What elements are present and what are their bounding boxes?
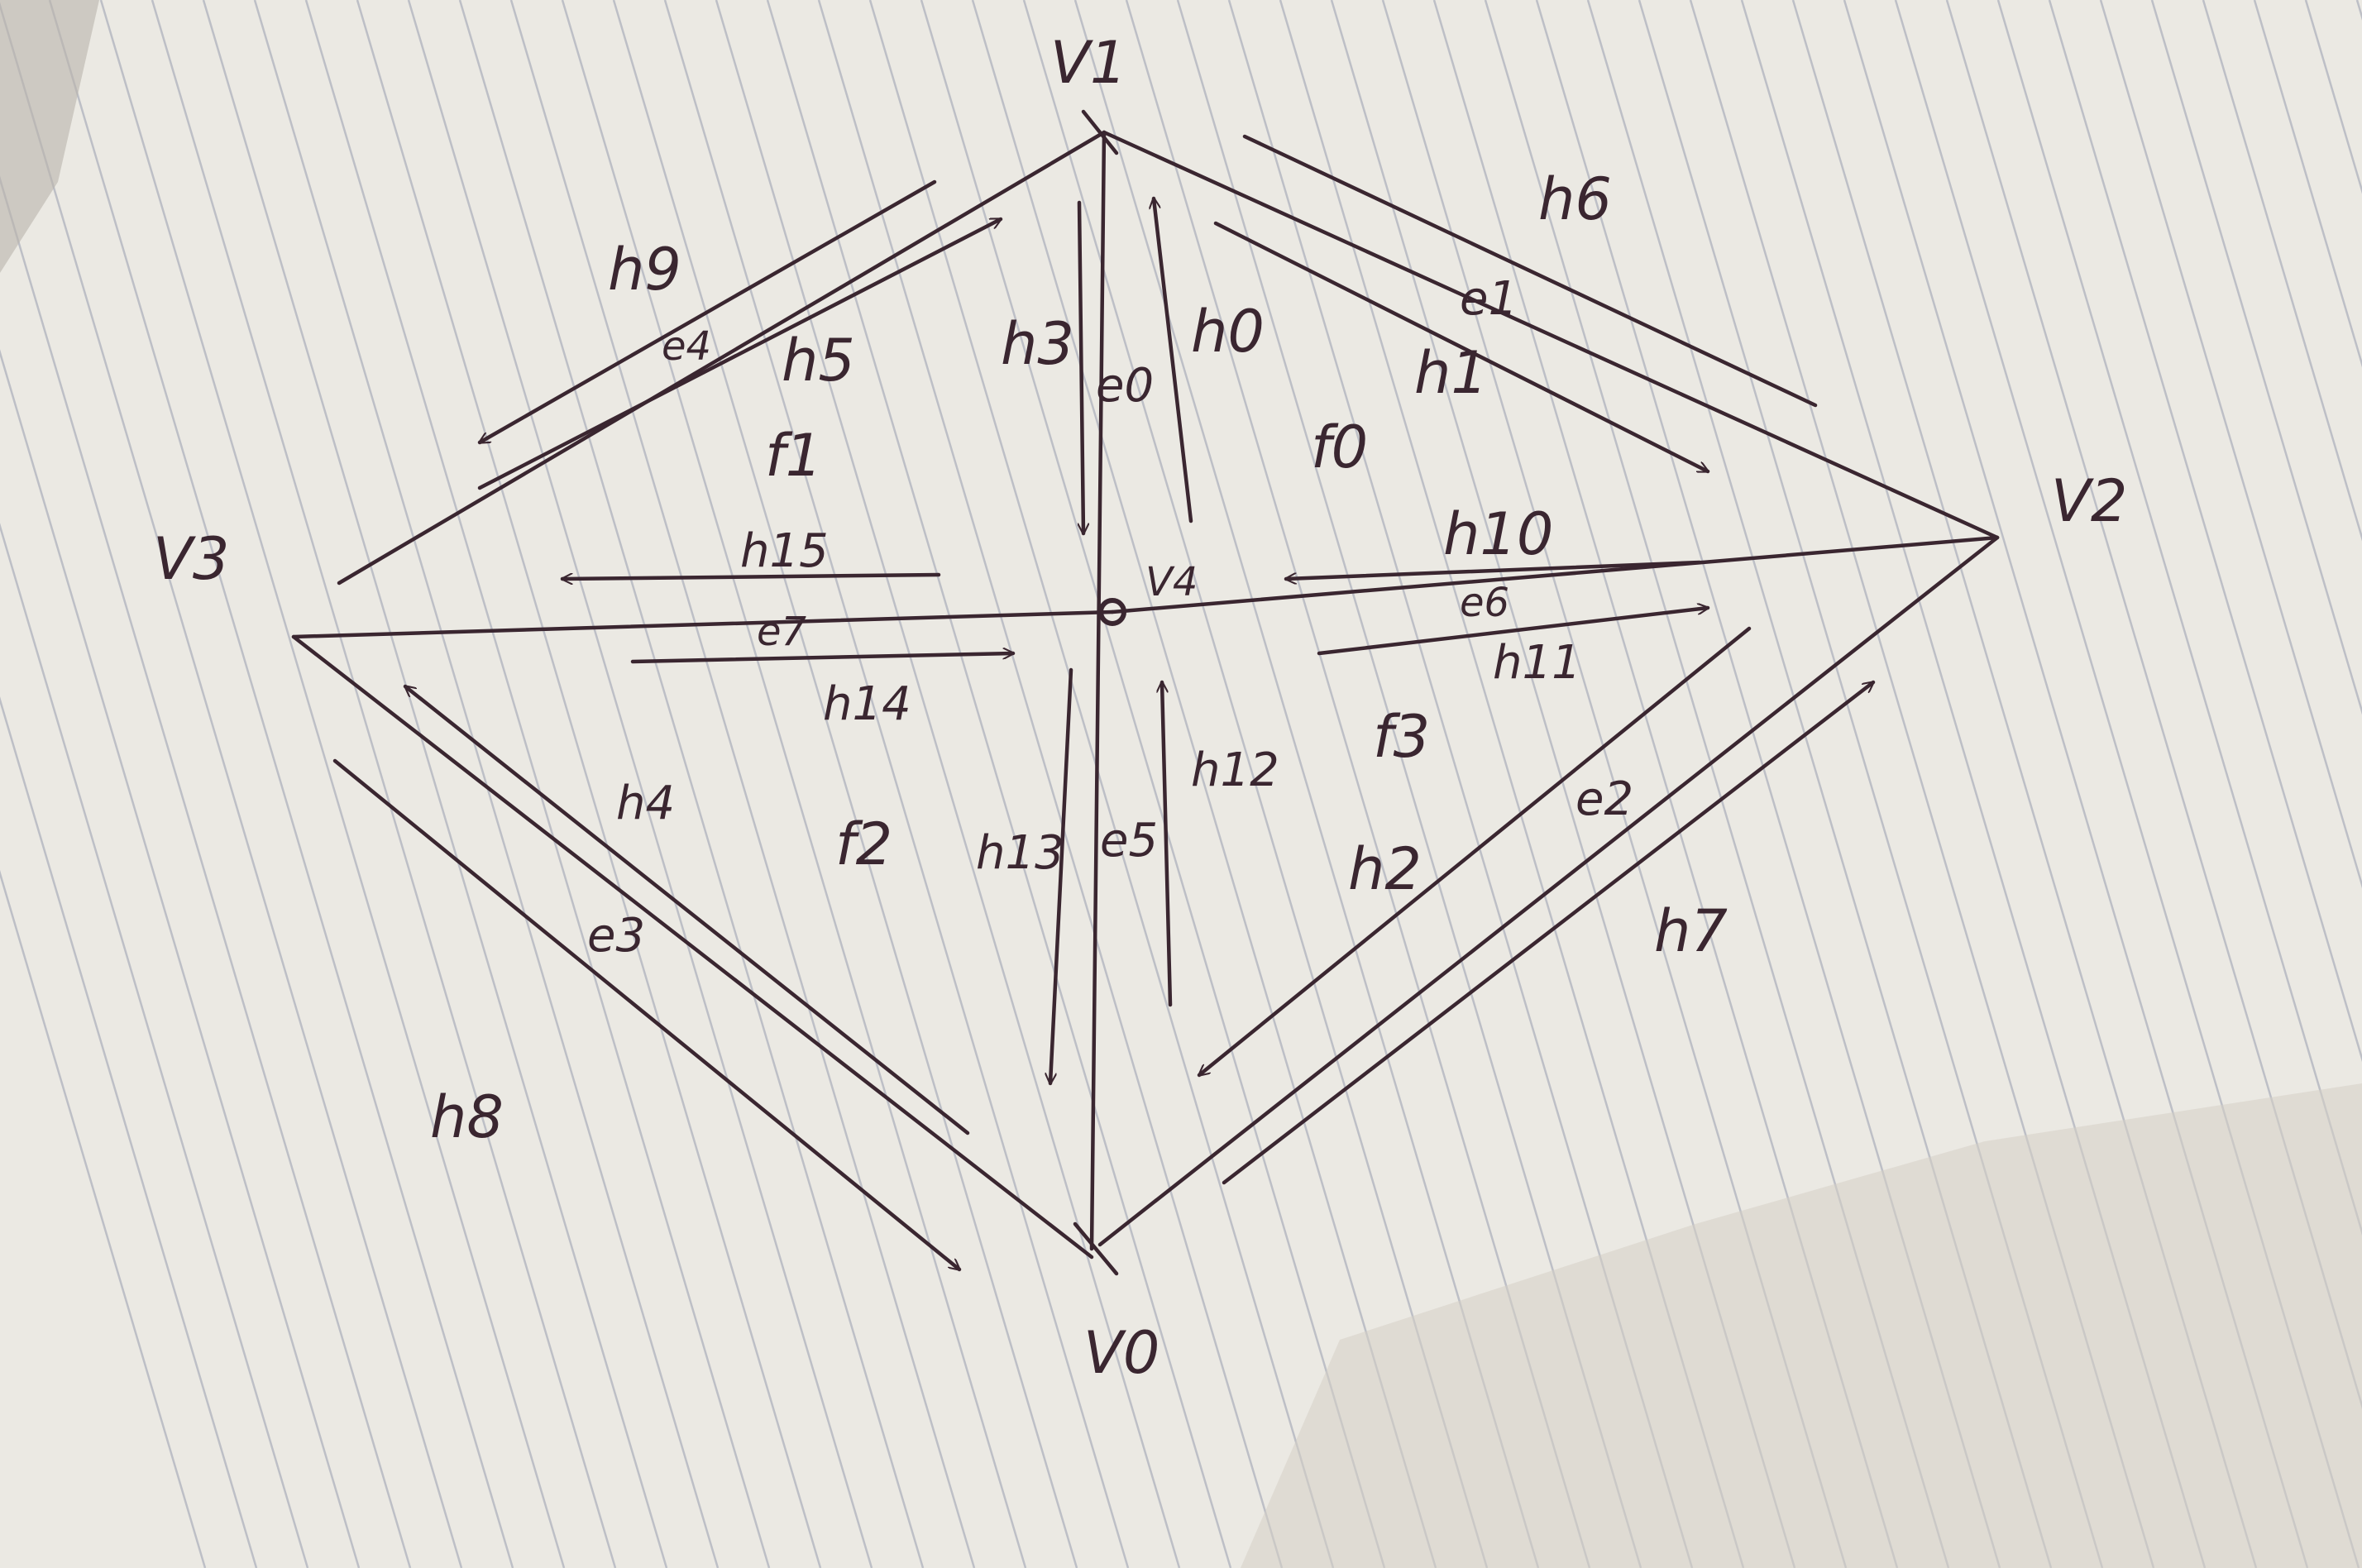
ruled-line xyxy=(971,0,1437,1568)
vertex-label-v1: V1 xyxy=(1050,29,1126,97)
ruled-line xyxy=(2150,0,2362,715)
face-label-f0: f0 xyxy=(1311,414,1368,481)
edge-label-e2: e2 xyxy=(1575,772,1633,826)
halfedge-label-h6: h6 xyxy=(1538,165,1612,233)
halfedge-label-h8: h8 xyxy=(430,1083,504,1151)
halfedge-label-h10: h10 xyxy=(1443,500,1553,568)
halfedge-label-h9: h9 xyxy=(608,236,681,304)
vertex-label-v0: V0 xyxy=(1083,1319,1159,1387)
edge-label-e4: e4 xyxy=(662,323,711,370)
halfedge-label-h12: h12 xyxy=(1191,743,1279,797)
halfedge-label-h5: h5 xyxy=(782,327,855,394)
ruled-line xyxy=(0,349,361,1568)
h13-arrow xyxy=(1050,667,1073,1086)
face-label-f2: f2 xyxy=(835,810,892,878)
ruled-line xyxy=(920,0,1386,1568)
ruled-line xyxy=(2202,0,2362,542)
face-label-f1: f1 xyxy=(765,422,822,490)
halfedge-label-h7: h7 xyxy=(1654,897,1728,965)
h4-arrow xyxy=(405,686,970,1135)
ruled-line xyxy=(253,0,720,1568)
ruled-line xyxy=(817,0,1284,1568)
edge-v3-v4 xyxy=(291,610,1115,639)
halfedge-labels: h0 h1 h2 h3 h4 h5 h6 h7 h8 h9 h10 h11 h1… xyxy=(430,165,1728,1151)
h15-arrow xyxy=(560,572,941,579)
halfedge-label-h2: h2 xyxy=(1348,835,1422,903)
face-label-f3: f3 xyxy=(1373,703,1430,771)
edge-label-e1: e1 xyxy=(1460,272,1518,326)
edge-label-e7: e7 xyxy=(757,609,807,655)
face-labels: f0 f1 f2 f3 xyxy=(765,414,1430,878)
vertex-label-v4: V4 xyxy=(1145,559,1198,605)
ruled-line xyxy=(0,175,412,1568)
vertex-label-v3: V3 xyxy=(153,525,229,593)
v0-mark xyxy=(1073,1221,1119,1276)
halfedge-label-h1: h1 xyxy=(1414,339,1488,407)
h10-arrow xyxy=(1284,560,1702,579)
edge-v1-v2 xyxy=(1102,130,2000,540)
halfedge-label-h4: h4 xyxy=(616,777,675,830)
halfedge-label-h14: h14 xyxy=(823,677,911,731)
edge-labels: e0 e1 e2 e3 e4 e5 e6 e7 xyxy=(587,272,1633,963)
halfedge-label-h11: h11 xyxy=(1493,636,1581,690)
ruled-line xyxy=(0,523,309,1568)
h2-arrow xyxy=(1199,626,1752,1075)
ruled-line xyxy=(407,0,873,1568)
ruled-line xyxy=(868,0,1335,1568)
ruled-line xyxy=(0,2,463,1568)
h3-arrow xyxy=(1077,200,1083,536)
halfedge-label-h13: h13 xyxy=(976,826,1064,880)
v4-point xyxy=(1098,598,1126,626)
edge-v4-v2 xyxy=(1110,535,2000,614)
h7-arrow xyxy=(1222,682,1873,1185)
ruled-line xyxy=(2253,0,2362,368)
ruled-line xyxy=(458,0,925,1568)
ruled-line xyxy=(48,0,514,1568)
ruled-line xyxy=(1996,0,2362,1236)
ruled-line xyxy=(0,869,207,1568)
halfedge-label-h0: h0 xyxy=(1191,298,1265,366)
edge-label-e6: e6 xyxy=(1460,580,1509,626)
h6-arrow xyxy=(1242,134,1818,408)
vertex-label-v2: V2 xyxy=(2051,467,2127,535)
ruled-line xyxy=(0,696,258,1568)
vertex-labels: V1 V2 V3 V0 V4 xyxy=(153,29,2127,1387)
edge-v1-v3 xyxy=(337,130,1107,586)
h11-arrow xyxy=(1317,608,1710,656)
h8-arrow xyxy=(332,758,959,1269)
ruled-line xyxy=(766,0,1232,1568)
ruled-line xyxy=(356,0,822,1568)
ruled-line xyxy=(151,0,617,1568)
ruled-line xyxy=(561,0,1027,1568)
ruled-line xyxy=(2099,0,2362,889)
edge-v3-v0 xyxy=(291,634,1094,1260)
h9-arrow xyxy=(480,179,937,445)
v1-mark xyxy=(1081,109,1119,155)
ruled-line xyxy=(612,0,1078,1568)
h5-arrow xyxy=(477,217,1001,490)
ruled-line xyxy=(509,0,976,1568)
edge-label-e3: e3 xyxy=(587,909,645,963)
halfedge-arrows xyxy=(332,134,1873,1269)
edge-v1-v0 xyxy=(1089,130,1107,1251)
ruled-line xyxy=(2048,0,2362,1063)
edge-label-e0: e0 xyxy=(1096,359,1154,413)
halfedge-label-h15: h15 xyxy=(740,524,829,578)
ruled-line xyxy=(202,0,668,1568)
ruled-line xyxy=(99,0,566,1568)
h0-arrow xyxy=(1154,196,1193,523)
h14-arrow xyxy=(630,653,1016,664)
h1-arrow xyxy=(1213,221,1708,474)
halfedge-label-h3: h3 xyxy=(1001,310,1074,378)
edge-v2-v0 xyxy=(1097,535,2000,1247)
mesh-edges xyxy=(291,109,2000,1276)
ruled-line xyxy=(304,0,771,1568)
ruled-line xyxy=(663,0,1130,1568)
edge-label-e5: e5 xyxy=(1100,814,1158,868)
h12-arrow xyxy=(1162,680,1173,1007)
